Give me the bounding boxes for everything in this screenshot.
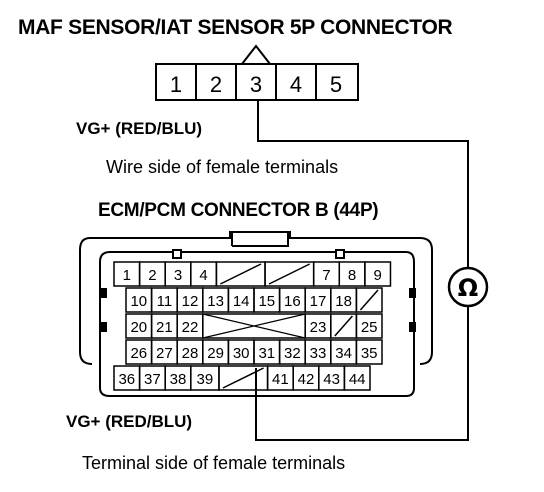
ecm-pin-22: 22	[182, 319, 199, 336]
ecm-empty-terminal-mark	[222, 367, 264, 389]
maf-pin-3: 3	[250, 72, 262, 97]
maf-connector-key	[241, 44, 271, 65]
ecm-pin-28: 28	[182, 345, 199, 362]
ecm-probe-label: VG+ (RED/BLU)	[66, 412, 193, 431]
ecm-pin-27: 27	[156, 345, 173, 362]
maf-pin-4: 4	[290, 72, 302, 97]
ecm-terminal-cell	[355, 287, 383, 313]
ecm-probe-wire	[255, 306, 469, 441]
ecm-connector	[79, 231, 433, 397]
ohmmeter-icon	[447, 266, 489, 308]
ecm-pin-31: 31	[258, 345, 275, 362]
ecm-pin-34: 34	[335, 345, 352, 362]
maf-pin-5: 5	[330, 72, 342, 97]
ecm-pin-23: 23	[310, 319, 327, 336]
ecm-terminal-cell	[355, 313, 383, 339]
ecm-pin-15: 15	[258, 293, 275, 310]
ecm-pin-17: 17	[310, 293, 327, 310]
ecm-connector-title: ECM/PCM CONNECTOR B (44P)	[98, 200, 379, 221]
ecm-pin-18: 18	[335, 293, 352, 310]
ecm-pin-11: 11	[157, 293, 173, 310]
ecm-pin-16: 16	[284, 293, 301, 310]
ecm-pin-44: 44	[349, 371, 366, 388]
ecm-pin-12: 12	[182, 293, 199, 310]
ecm-pin-39: 39	[197, 371, 214, 388]
ecm-pin-42: 42	[298, 371, 315, 388]
ecm-unused-block	[202, 313, 306, 339]
maf-pin-2: 2	[210, 72, 222, 97]
ecm-pin-33: 33	[310, 345, 327, 362]
maf-connector-body	[155, 63, 359, 101]
ecm-terminal-cell	[343, 365, 371, 391]
ecm-pin-43: 43	[323, 371, 340, 388]
ecm-empty-terminal-mark	[220, 263, 262, 285]
ecm-empty-terminal-mark	[334, 315, 353, 337]
ecm-terminal-cell	[364, 261, 392, 287]
ecm-pin-2: 2	[148, 267, 156, 284]
ecm-connector-housing	[99, 251, 415, 397]
ecm-view-caption: Terminal side of female terminals	[82, 453, 346, 473]
ecm-pin-14: 14	[233, 293, 250, 310]
ecm-unused-cross	[202, 313, 306, 339]
ecm-pin-25: 25	[361, 319, 378, 336]
ecm-pin-38: 38	[170, 371, 187, 388]
ecm-pin-3: 3	[174, 267, 182, 284]
ecm-pin-37: 37	[144, 371, 161, 388]
ecm-pin-7: 7	[322, 267, 330, 284]
ecm-empty-terminal-mark	[359, 289, 379, 311]
ecm-pin-4: 4	[199, 267, 207, 284]
maf-probe-wire	[257, 100, 469, 268]
ecm-pin-9: 9	[374, 267, 382, 284]
ecm-pin-10: 10	[130, 293, 147, 310]
ecm-pin-36: 36	[118, 371, 135, 388]
ecm-pin-35: 35	[361, 345, 378, 362]
ecm-pin-32: 32	[284, 345, 301, 362]
ecm-connector-shell	[79, 231, 433, 365]
maf-probe-label: VG+ (RED/BLU)	[76, 119, 203, 138]
ecm-pin-20: 20	[130, 319, 147, 336]
ecm-terminal-cell	[355, 339, 383, 365]
maf-connector-title: MAF SENSOR/IAT SENSOR 5P CONNECTOR	[18, 16, 453, 39]
maf-pin-1: 1	[170, 72, 182, 97]
ecm-pin-13: 13	[207, 293, 224, 310]
ohm-symbol: Ω	[458, 274, 478, 302]
ecm-pin-41: 41	[272, 371, 289, 388]
ecm-pin-26: 26	[130, 345, 147, 362]
ecm-pin-29: 29	[207, 345, 224, 362]
ecm-pin-1: 1	[123, 267, 131, 284]
ecm-pin-30: 30	[233, 345, 250, 362]
ecm-pin-8: 8	[348, 267, 356, 284]
ecm-empty-terminal-mark	[268, 263, 311, 285]
probe-wiring	[255, 100, 489, 441]
maf-view-caption: Wire side of female terminals	[106, 157, 339, 177]
ecm-side-latches	[100, 288, 416, 332]
maf-connector	[155, 44, 359, 101]
ecm-pin-21: 21	[156, 319, 173, 336]
